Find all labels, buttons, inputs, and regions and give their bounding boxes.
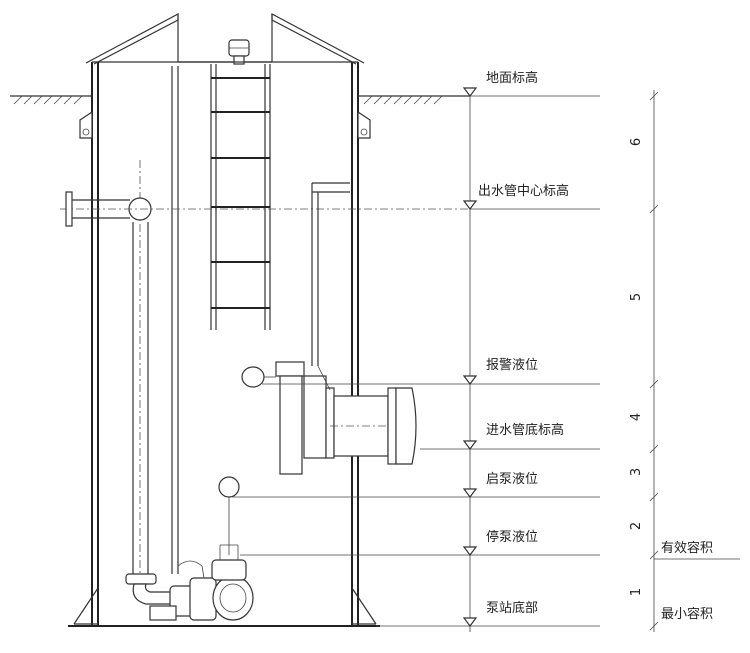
inlet-basket xyxy=(275,361,335,475)
level-label-pump-start: 启泵液位 xyxy=(486,472,538,487)
ground-surface xyxy=(10,95,470,105)
level-label-pump-stop: 停泵液位 xyxy=(486,529,538,545)
dimension-number-4: 4 xyxy=(629,413,644,421)
volume-labels: 有效容积 最小容积 xyxy=(661,540,713,622)
level-lines xyxy=(232,90,600,632)
dimension-line xyxy=(649,90,740,632)
level-label-outlet-center: 出水管中心标高 xyxy=(478,183,569,199)
lifting-lug-right xyxy=(357,110,371,139)
dimension-number-3: 3 xyxy=(629,468,644,476)
dimension-number-1: 1 xyxy=(629,588,644,596)
level-label-ground: 地面标高 xyxy=(486,70,538,86)
volume-label-effective: 有效容积 xyxy=(661,540,713,556)
outlet-riser-pipe xyxy=(60,160,470,582)
level-labels: 地面标高 出水管中心标高 报警液位 进水管底标高 启泵液位 停泵液位 泵站底部 xyxy=(478,70,569,616)
inlet-pipe xyxy=(330,387,417,465)
vent-cap-icon xyxy=(228,39,250,65)
cabinet-vent-pipe xyxy=(311,182,350,366)
float-switch-alarm xyxy=(241,366,276,388)
dimension-numbers: 6 5 4 3 2 1 xyxy=(629,138,644,596)
lifting-lug-left xyxy=(79,110,93,139)
float-switch-start xyxy=(218,476,240,555)
access-ladder xyxy=(210,64,271,330)
dimension-number-6: 6 xyxy=(629,138,644,146)
outlet-pipe xyxy=(65,191,130,227)
level-markers xyxy=(462,87,478,627)
guide-rail xyxy=(171,66,179,574)
level-label-inlet-bottom: 进水管底标高 xyxy=(486,422,564,438)
level-label-station-bottom: 泵站底部 xyxy=(486,600,538,616)
dimension-number-5: 5 xyxy=(629,293,644,301)
dimension-number-2: 2 xyxy=(629,522,644,530)
submersible-pump xyxy=(125,544,254,621)
tank-walls xyxy=(68,61,380,627)
station-roof xyxy=(85,13,365,65)
level-label-alarm: 报警液位 xyxy=(486,357,538,373)
volume-label-minimum: 最小容积 xyxy=(661,606,713,622)
